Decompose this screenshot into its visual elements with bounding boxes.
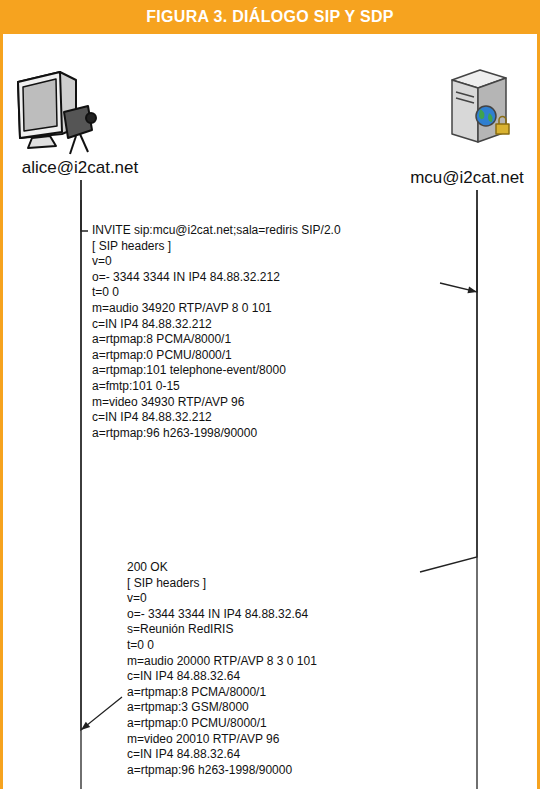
monitor-front (18, 72, 62, 138)
actor-name: mcu@i2cat.net (410, 168, 524, 188)
lock-body (496, 124, 509, 134)
sdp-line: a=rtpmap:0 PCMU/8000/1 (92, 348, 232, 364)
globe-land (479, 109, 493, 122)
frame-border (0, 34, 3, 789)
sdp-line: a=rtpmap:96 h263-1998/90000 (92, 426, 257, 442)
camera-leg (70, 136, 76, 154)
sdp-line: [ SIP headers ] (127, 576, 206, 592)
sdp-line: [ SIP headers ] (92, 239, 171, 255)
sdp-line: a=rtpmap:8 PCMA/8000/1 (127, 685, 266, 701)
sdp-line: c=IN IP4 84.88.32.212 (92, 410, 212, 426)
sdp-line: a=rtpmap:0 PCMU/8000/1 (127, 716, 267, 732)
sdp-line: a=rtpmap:8 PCMA/8000/1 (92, 332, 231, 348)
sdp-line: a=rtpmap:96 h263-1998/90000 (127, 763, 292, 779)
frame-border (537, 34, 540, 789)
sdp-line: t=0 0 (127, 638, 154, 654)
sdp-line: t=0 0 (92, 285, 119, 301)
server-icon (452, 70, 509, 142)
sdp-line: o=- 3344 3344 IN IP4 84.88.32.212 (92, 270, 280, 286)
computer-icon (18, 72, 96, 154)
message-name: 200 OK (127, 560, 168, 576)
sdp-line: c=IN IP4 84.88.32.64 (127, 747, 240, 763)
sdp-line: s=Reunión RedIRIS (127, 622, 233, 638)
sdp-line: a=rtpmap:101 telephone-event/8000 (92, 363, 286, 379)
sdp-line: c=IN IP4 84.88.32.212 (92, 317, 212, 333)
server-slot (456, 92, 474, 97)
actor-label-box: alice@i2cat.net (19, 156, 142, 180)
globe (476, 106, 496, 126)
arrowhead (467, 286, 477, 293)
sdp-line: a=fmtp:101 0-15 (92, 379, 180, 395)
arrowhead (81, 722, 90, 730)
sdp-line: m=audio 20000 RTP/AVP 8 3 0 101 (127, 654, 317, 670)
message-arrow (81, 180, 477, 293)
actor-label-box: mcu@i2cat.net (407, 166, 527, 190)
sdp-line: o=- 3344 3344 IN IP4 84.88.32.64 (127, 607, 308, 623)
title-band (0, 0, 540, 34)
monitor-stand (28, 136, 56, 148)
sdp-line: v=0 (127, 591, 147, 607)
monitor-screen (23, 79, 57, 131)
sdp-line: m=audio 34920 RTP/AVP 8 0 101 (92, 301, 272, 317)
message-name: INVITE sip:mcu@i2cat.net;sala=rediris SI… (92, 223, 341, 239)
sdp-line: c=IN IP4 84.88.32.64 (127, 669, 240, 685)
message-line (81, 180, 477, 730)
sdp-line: v=0 (92, 254, 112, 270)
sdp-line: m=video 20010 RTP/AVP 96 (127, 732, 279, 748)
server-slot (456, 98, 474, 103)
actor-name: alice@i2cat.net (22, 158, 139, 178)
camera-leg (80, 134, 88, 152)
camera-lens (86, 113, 96, 123)
lock-shackle (499, 117, 506, 124)
figure-title: FIGURA 3. DIÁLOGO SIP Y SDP (0, 0, 540, 34)
server-front (452, 80, 478, 142)
sdp-line: m=video 34930 RTP/AVP 96 (92, 395, 244, 411)
message-line (81, 180, 477, 292)
message-arrow (81, 180, 477, 730)
sdp-line: a=rtpmap:3 GSM/8000 (127, 700, 249, 716)
